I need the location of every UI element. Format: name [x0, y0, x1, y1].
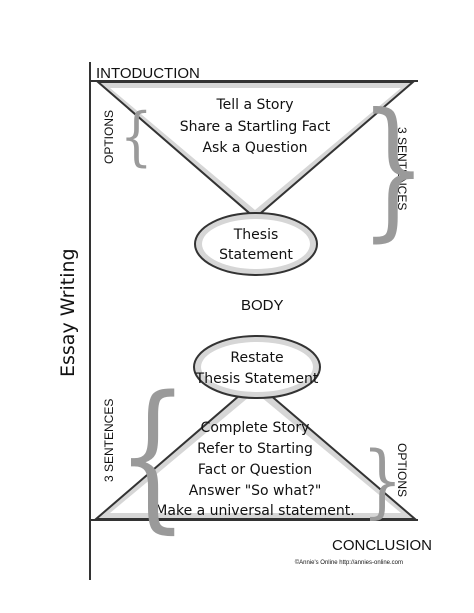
intro-option-2: Share a Startling Fact: [180, 119, 331, 135]
intro-option-3: Ask a Question: [202, 140, 307, 156]
conclusion-heading: CONCLUSION: [332, 537, 432, 554]
intro-options-label: OPTIONS: [102, 110, 116, 164]
conclusion-line-2: Refer to Starting: [197, 441, 313, 457]
essay-writing-title: Essay Writing: [57, 248, 79, 377]
conclusion-line-4: Answer "So what?": [189, 483, 322, 499]
conclusion-sentences-label: 3 SENTENCES: [102, 399, 116, 482]
conclusion-left-brace: {: [117, 362, 188, 549]
footer-credit: ©Annie's Online http://annies-online.com: [295, 559, 403, 566]
intro-option-1: Tell a Story: [215, 97, 293, 113]
conclusion-triangle-inner: [110, 392, 401, 513]
thesis-line-2: Statement: [219, 247, 293, 263]
intro-sentences-label: 3 SENTENCES: [395, 127, 409, 210]
conclusion-options-label: OPTIONS: [395, 443, 409, 497]
conclusion-line-1: Complete Story: [201, 420, 310, 436]
thesis-line-1: Thesis: [233, 227, 279, 243]
conclusion-line-5: Make a universal statement.: [155, 503, 354, 519]
restate-ellipse-inner: [201, 342, 313, 392]
thesis-ellipse-inner: [202, 219, 310, 269]
intro-right-brace: }: [360, 81, 427, 256]
restate-line-2: Thesis Statement: [195, 371, 319, 387]
conclusion-line-3: Fact or Question: [198, 462, 312, 478]
conclusion-right-brace: }: [362, 435, 403, 528]
intro-triangle-inner: [110, 88, 401, 210]
body-label: BODY: [241, 297, 284, 314]
introduction-heading: INTODUCTION: [96, 65, 200, 82]
restate-line-1: Restate: [230, 350, 283, 366]
intro-left-brace: {: [120, 98, 153, 173]
